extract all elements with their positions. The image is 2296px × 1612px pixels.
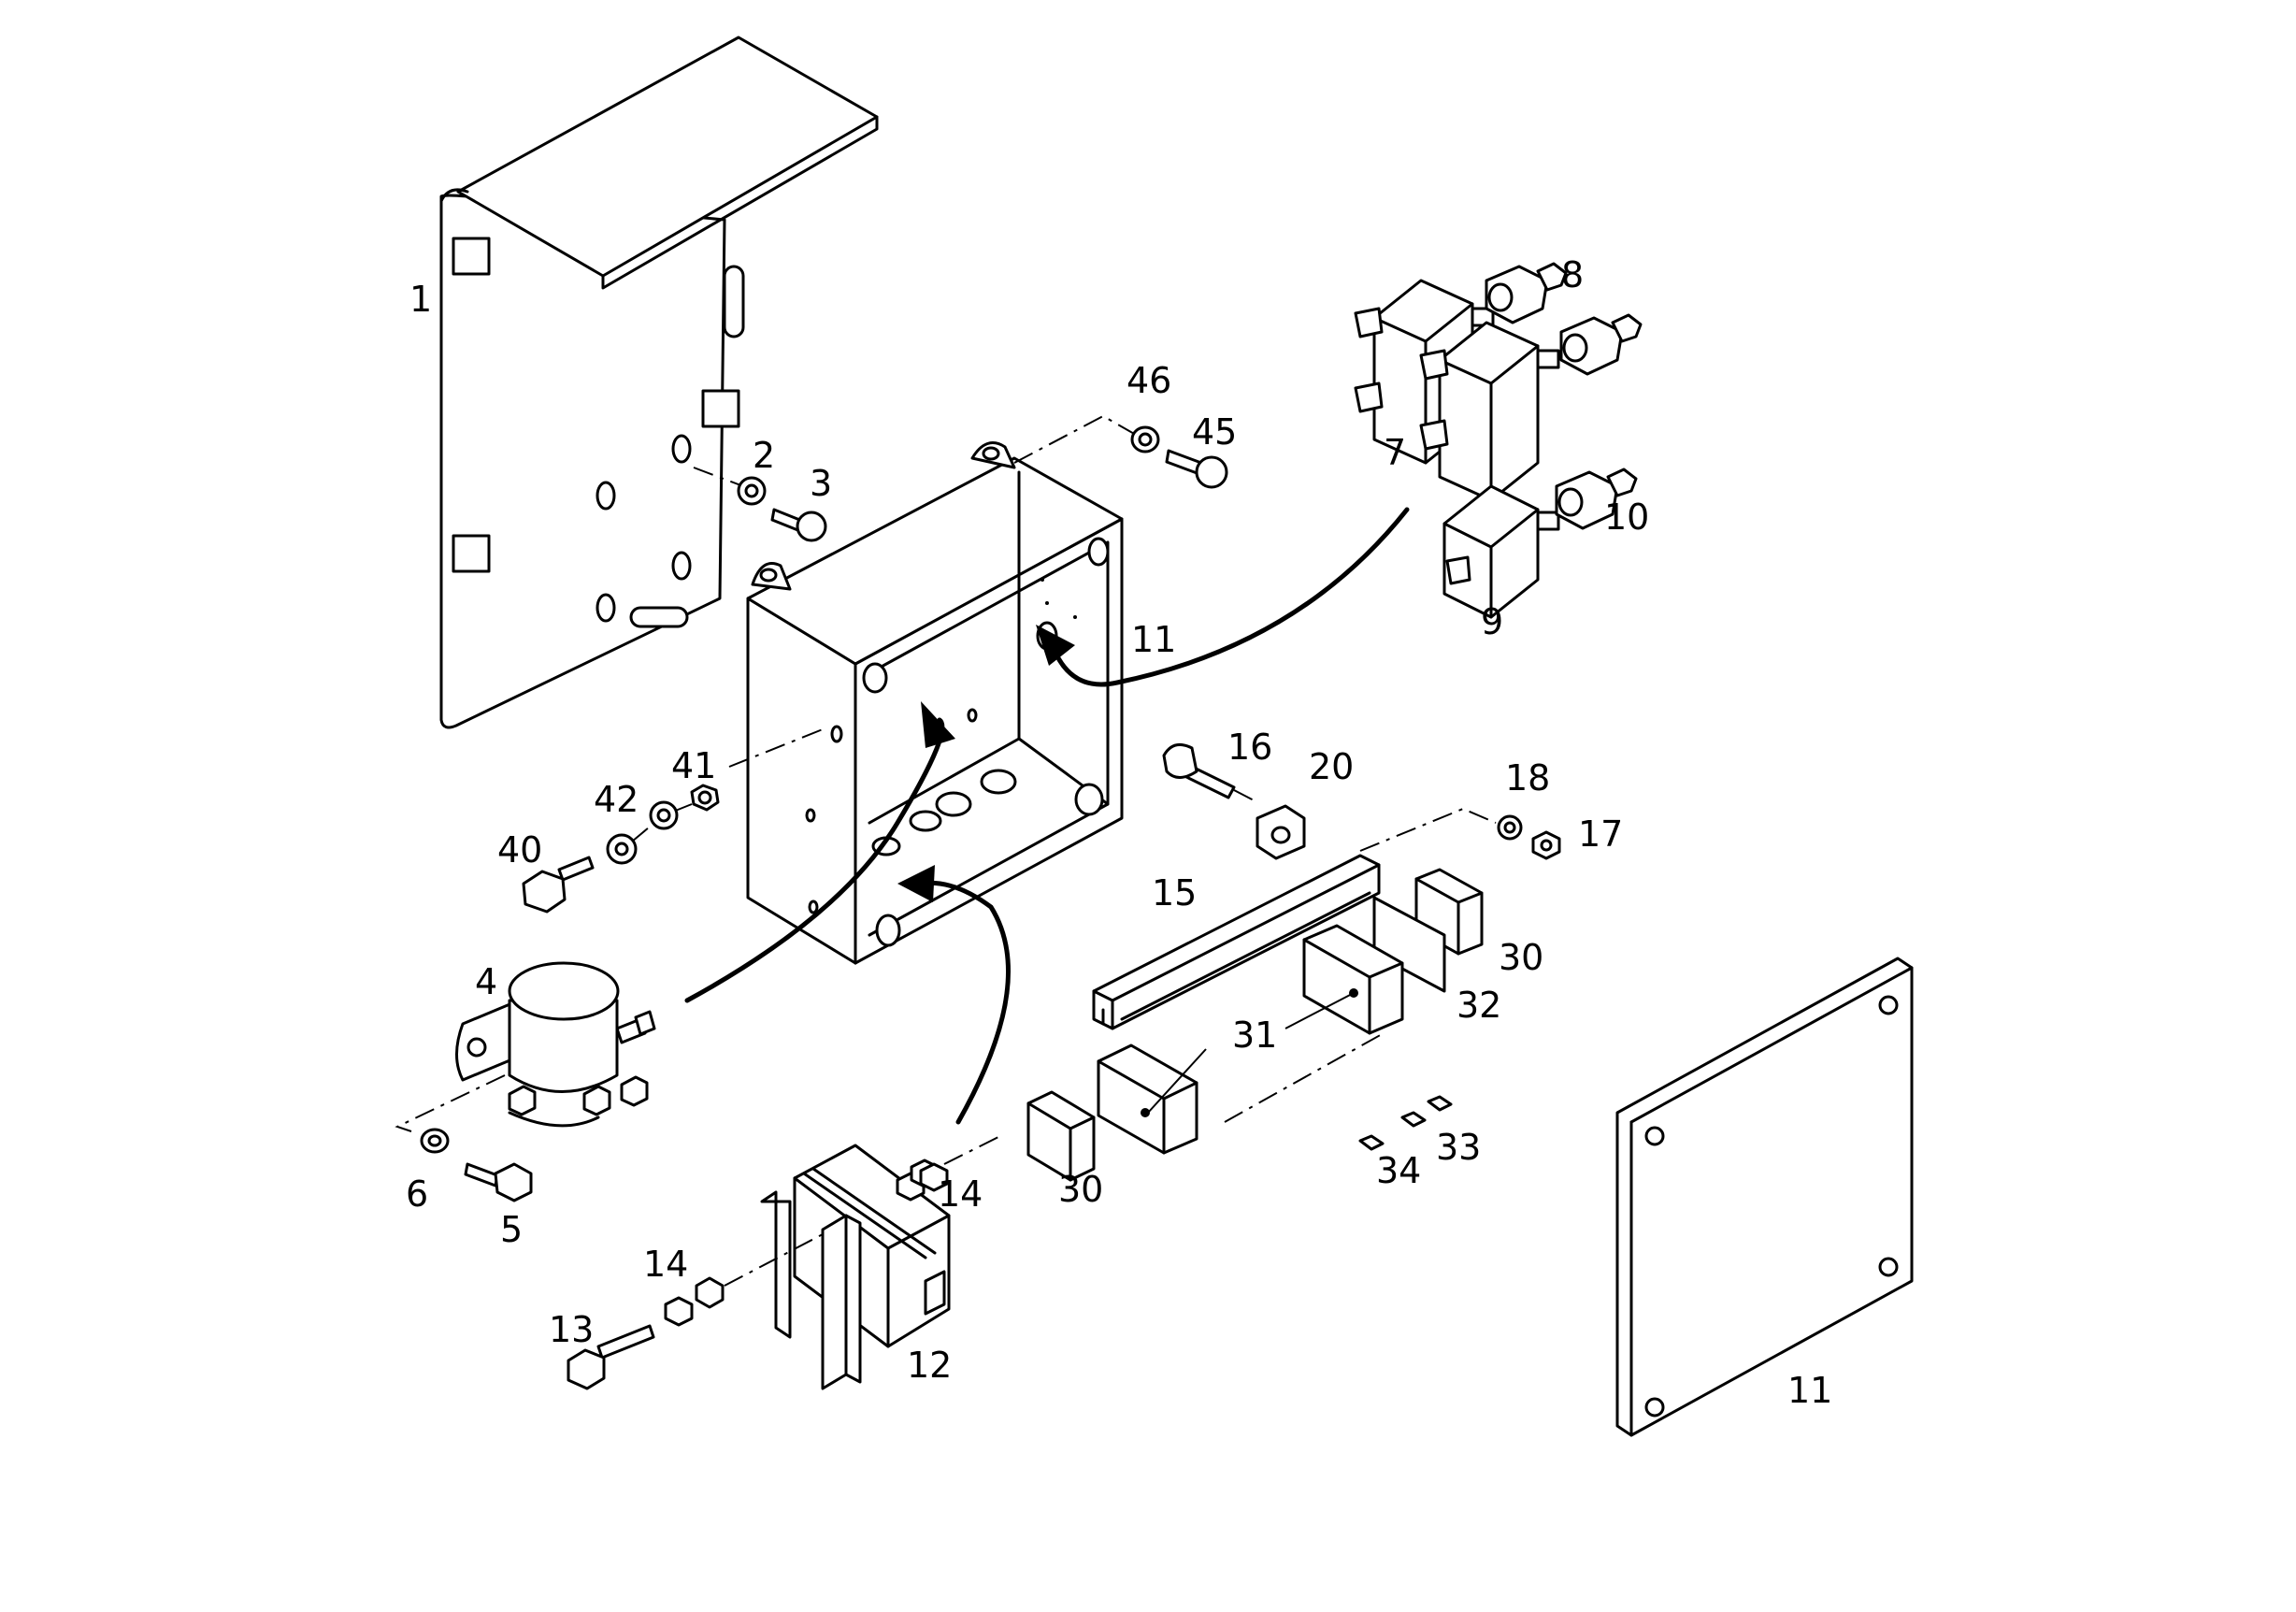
callout-30-right: 30 bbox=[1499, 937, 1543, 978]
leader-31-right bbox=[1284, 992, 1355, 1029]
part-5-bolt bbox=[464, 1162, 533, 1202]
callout-45: 45 bbox=[1192, 411, 1237, 453]
part-41-nut bbox=[690, 728, 824, 812]
callout-7: 7 bbox=[1384, 432, 1406, 473]
callout-14-top: 14 bbox=[938, 1173, 983, 1215]
part-4-solenoid bbox=[455, 961, 656, 1128]
callout-33: 33 bbox=[1436, 1127, 1481, 1168]
part-11-cover-plate bbox=[1615, 957, 1914, 1437]
part-11-enclosure-box bbox=[746, 441, 1124, 965]
part-14-nut-bottom bbox=[664, 1233, 824, 1327]
part-13-bolt bbox=[567, 1324, 655, 1390]
callout-6: 6 bbox=[406, 1173, 428, 1215]
callout-3: 3 bbox=[810, 463, 832, 504]
part-7-circuit-breakers bbox=[1354, 279, 1560, 502]
callout-16: 16 bbox=[1227, 727, 1272, 768]
callout-11-cover: 11 bbox=[1787, 1370, 1832, 1411]
callout-4: 4 bbox=[475, 961, 497, 1002]
callout-10: 10 bbox=[1604, 497, 1649, 538]
callout-8: 8 bbox=[1561, 254, 1584, 295]
callout-11-box: 11 bbox=[1131, 619, 1176, 660]
leader-31-left bbox=[1147, 1048, 1207, 1114]
part-10-boot bbox=[1555, 468, 1638, 530]
part-9-circuit-breaker bbox=[1442, 484, 1560, 619]
part-18-washer bbox=[1359, 807, 1523, 852]
part-15-din-rail bbox=[1092, 854, 1381, 1030]
part-3-screw bbox=[770, 508, 827, 542]
part-8-boots bbox=[1485, 262, 1643, 376]
part-33-clip bbox=[1400, 1095, 1453, 1128]
part-31-terminal-blocks-left bbox=[1097, 1032, 1385, 1155]
callout-34: 34 bbox=[1376, 1150, 1421, 1191]
callout-40: 40 bbox=[497, 829, 542, 871]
callout-31: 31 bbox=[1232, 1015, 1277, 1056]
part-45-screw bbox=[1165, 449, 1228, 489]
callout-42: 42 bbox=[594, 779, 639, 820]
callout-18: 18 bbox=[1505, 757, 1550, 799]
part-40-bolt bbox=[522, 856, 595, 914]
callout-5: 5 bbox=[500, 1209, 523, 1250]
part-32-end-plate bbox=[1372, 896, 1446, 993]
callout-2: 2 bbox=[753, 435, 775, 476]
part-2-washer bbox=[693, 467, 767, 506]
part-14-nut-top bbox=[896, 1135, 1001, 1202]
part-46-washer bbox=[1013, 414, 1160, 464]
callout-14-bottom: 14 bbox=[643, 1244, 688, 1285]
callout-9: 9 bbox=[1481, 601, 1503, 642]
callout-15: 15 bbox=[1152, 872, 1197, 914]
callout-32: 32 bbox=[1457, 985, 1501, 1026]
callout-30-left: 30 bbox=[1058, 1169, 1103, 1210]
part-6-washer bbox=[395, 1074, 506, 1154]
assembly-arrows bbox=[684, 507, 1410, 1125]
part-17-nut bbox=[1531, 830, 1561, 860]
part-20-square-nut bbox=[1256, 804, 1306, 860]
part-34-clip bbox=[1358, 1134, 1385, 1151]
part-30-end-stop-left bbox=[1026, 1090, 1096, 1182]
part-16-screw bbox=[1162, 742, 1258, 803]
callout-1: 1 bbox=[409, 279, 432, 320]
callout-13: 13 bbox=[549, 1309, 594, 1350]
callout-17: 17 bbox=[1578, 813, 1623, 855]
part-42-washer bbox=[606, 800, 693, 865]
callout-labels: 1 2 3 4 5 6 7 8 9 10 11 11 12 13 14 14 1… bbox=[406, 254, 1832, 1411]
part-1-bracket bbox=[439, 36, 879, 729]
callout-12: 12 bbox=[907, 1345, 952, 1386]
callout-20: 20 bbox=[1309, 746, 1354, 787]
callout-41: 41 bbox=[671, 745, 716, 786]
callout-46: 46 bbox=[1126, 360, 1171, 401]
